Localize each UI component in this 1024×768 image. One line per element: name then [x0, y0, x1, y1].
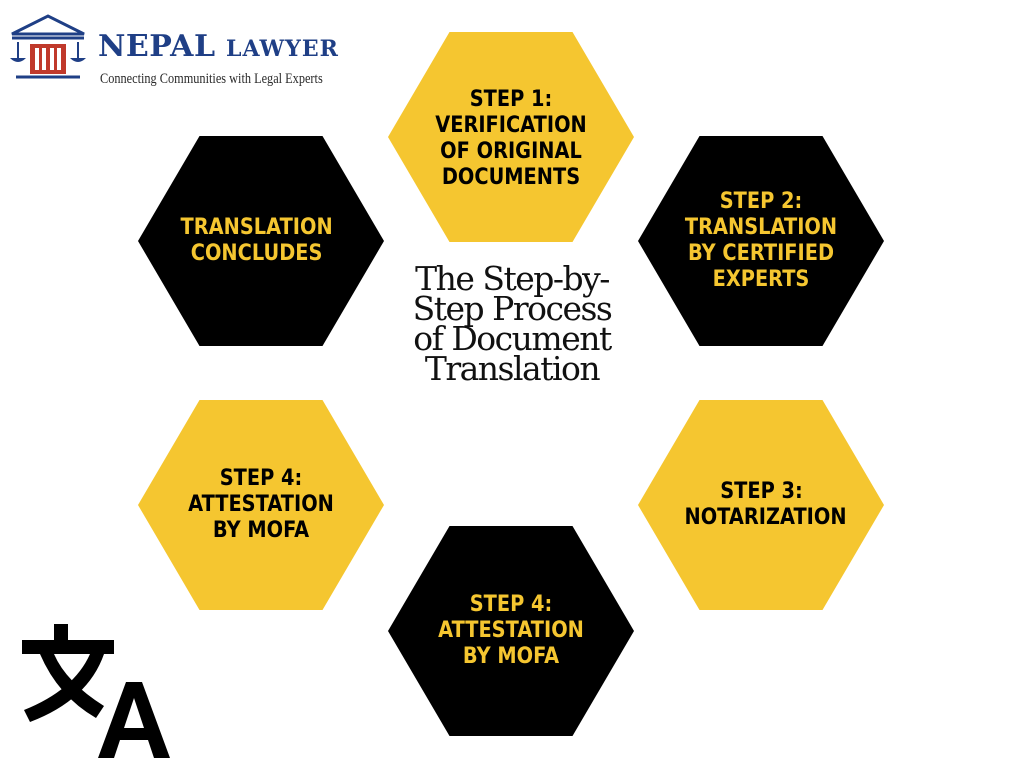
logo-name-secondary: LAWYER	[226, 36, 339, 62]
logo-name: NEPAL LAWYER	[98, 32, 339, 64]
logo-tagline: Connecting Communities with Legal Expert…	[100, 71, 323, 87]
step-1-hexagon: STEP 1: VERIFICATION OF ORIGINAL DOCUMEN…	[388, 32, 634, 242]
diagram-title: The Step-by-Step Process of Document Tra…	[412, 259, 613, 388]
step-1-label: STEP 1: VERIFICATION OF ORIGINAL DOCUMEN…	[435, 87, 587, 190]
nepal-lawyer-logo[interactable]: NEPAL LAWYER Connecting Communities with…	[8, 14, 358, 87]
courthouse-scales-icon	[10, 14, 86, 79]
translate-icon	[22, 624, 170, 758]
step-2-label: STEP 2: TRANSLATION BY CERTIFIED EXPERTS	[684, 189, 838, 292]
translation-concludes-label: TRANSLATION CONCLUDES	[180, 215, 333, 266]
step-4-bottom-hexagon: STEP 4: ATTESTATION BY MOFA	[388, 526, 634, 736]
step-4-bottom-label: STEP 4: ATTESTATION BY MOFA	[438, 592, 584, 669]
step-3-hexagon: STEP 3: NOTARIZATION	[638, 400, 884, 610]
step-2-hexagon: STEP 2: TRANSLATION BY CERTIFIED EXPERTS	[638, 136, 884, 346]
translation-concludes-hexagon: TRANSLATION CONCLUDES	[138, 136, 384, 346]
step-4-left-hexagon: STEP 4: ATTESTATION BY MOFA	[138, 400, 384, 610]
step-3-label: STEP 3: NOTARIZATION	[684, 479, 847, 530]
step-4-left-label: STEP 4: ATTESTATION BY MOFA	[188, 466, 334, 543]
logo-name-primary: NEPAL	[98, 29, 216, 64]
